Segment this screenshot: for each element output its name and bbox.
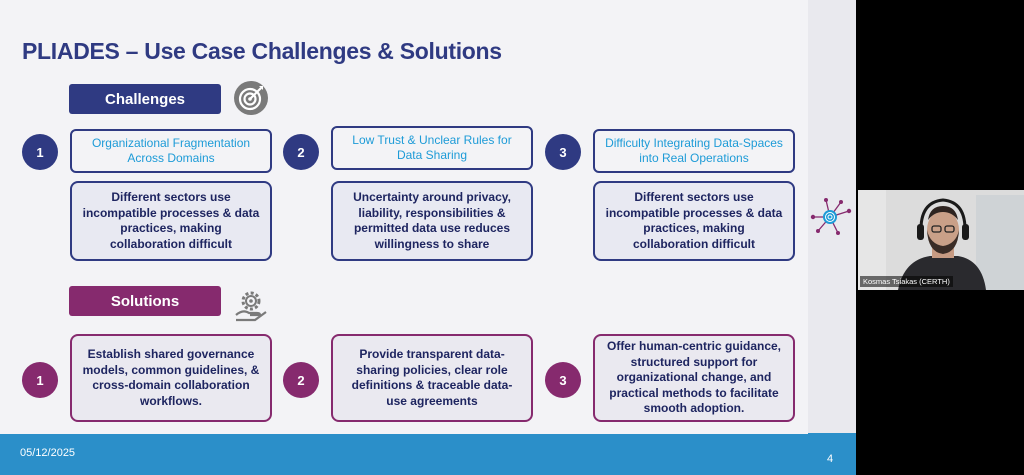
challenge-1-description: Different sectors use incompatible proce… bbox=[70, 181, 272, 261]
challenge-3-number: 3 bbox=[545, 134, 581, 170]
challenge-2-description: Uncertainty around privacy, liability, r… bbox=[331, 181, 533, 261]
solution-2-box: Provide transparent data-sharing policie… bbox=[331, 334, 533, 422]
gear-hand-icon bbox=[235, 291, 267, 322]
challenge-1-number: 1 bbox=[22, 134, 58, 170]
challenge-2-title: Low Trust & Unclear Rules for Data Shari… bbox=[331, 126, 533, 170]
solution-3-number: 3 bbox=[545, 362, 581, 398]
participant-name-tag: Kosmas Tsiakas (CERTH) bbox=[860, 276, 953, 287]
participant-video-tile[interactable] bbox=[858, 190, 1024, 290]
challenge-3-title: Difficulty Integrating Data-Spaces into … bbox=[593, 129, 795, 173]
solution-2-number: 2 bbox=[283, 362, 319, 398]
slide-page-number: 4 bbox=[827, 453, 834, 465]
slide-footer: 05/12/2025 bbox=[0, 434, 808, 475]
solution-3-box: Offer human-centric guidance, structured… bbox=[593, 334, 795, 422]
presentation-slide: PLIADES – Use Case Challenges & Solution… bbox=[0, 0, 808, 475]
participant-video-feed bbox=[858, 190, 1024, 290]
solution-1-number: 1 bbox=[22, 362, 58, 398]
solution-1-box: Establish shared governance models, comm… bbox=[70, 334, 272, 422]
challenge-3-description: Different sectors use incompatible proce… bbox=[593, 181, 795, 261]
slide-side-margin bbox=[808, 0, 856, 475]
solutions-label: Solutions bbox=[69, 286, 221, 316]
challenge-2-number: 2 bbox=[283, 134, 319, 170]
network-hub-icon bbox=[810, 198, 852, 235]
challenge-1-title: Organizational Fragmentation Across Doma… bbox=[70, 129, 272, 173]
challenges-label: Challenges bbox=[69, 84, 221, 114]
slide-title: PLIADES – Use Case Challenges & Solution… bbox=[22, 38, 502, 64]
target-icon bbox=[234, 81, 268, 115]
footer-date: 05/12/2025 bbox=[20, 447, 76, 459]
